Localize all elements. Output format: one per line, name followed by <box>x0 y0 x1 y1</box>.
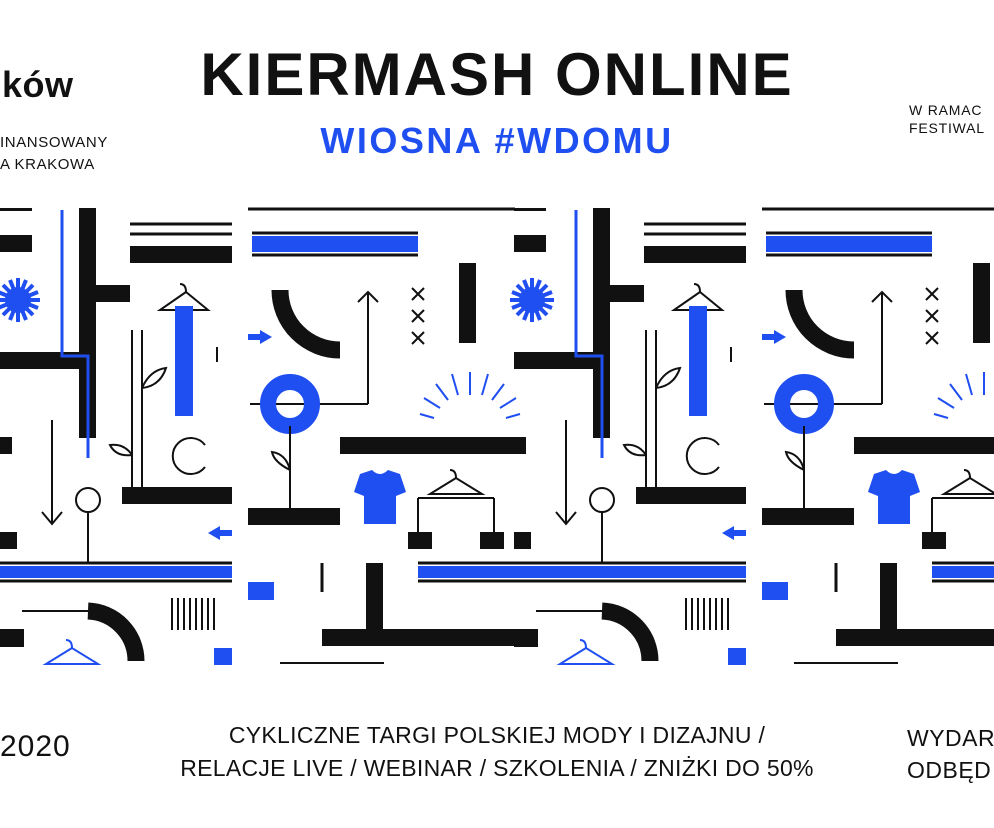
festival-context-line-2: FESTIWAL <box>909 120 985 136</box>
event-date: 2020 <box>0 730 71 763</box>
geometric-pattern <box>0 200 994 670</box>
description-line-2: RELACJE LIVE / WEBINAR / SZKOLENIA / ZNI… <box>180 755 814 781</box>
event-note-line-1: WYDAR <box>907 725 994 751</box>
funding-note-line-1: INANSOWANY <box>0 134 108 151</box>
poster-title: KIERMASH ONLINE <box>200 41 794 108</box>
poster-subtitle: WIOSNA #WDOMU <box>320 120 674 161</box>
festival-context-line-1: W RAMAC <box>909 102 983 118</box>
organizer-logo-fragment: ków <box>2 64 74 105</box>
event-note-line-2: ODBĘD <box>907 757 992 783</box>
funding-note-line-2: A KRAKOWA <box>0 156 95 173</box>
description-line-1: CYKLICZNE TARGI POLSKIEJ MODY I DIZAJNU … <box>228 722 766 748</box>
